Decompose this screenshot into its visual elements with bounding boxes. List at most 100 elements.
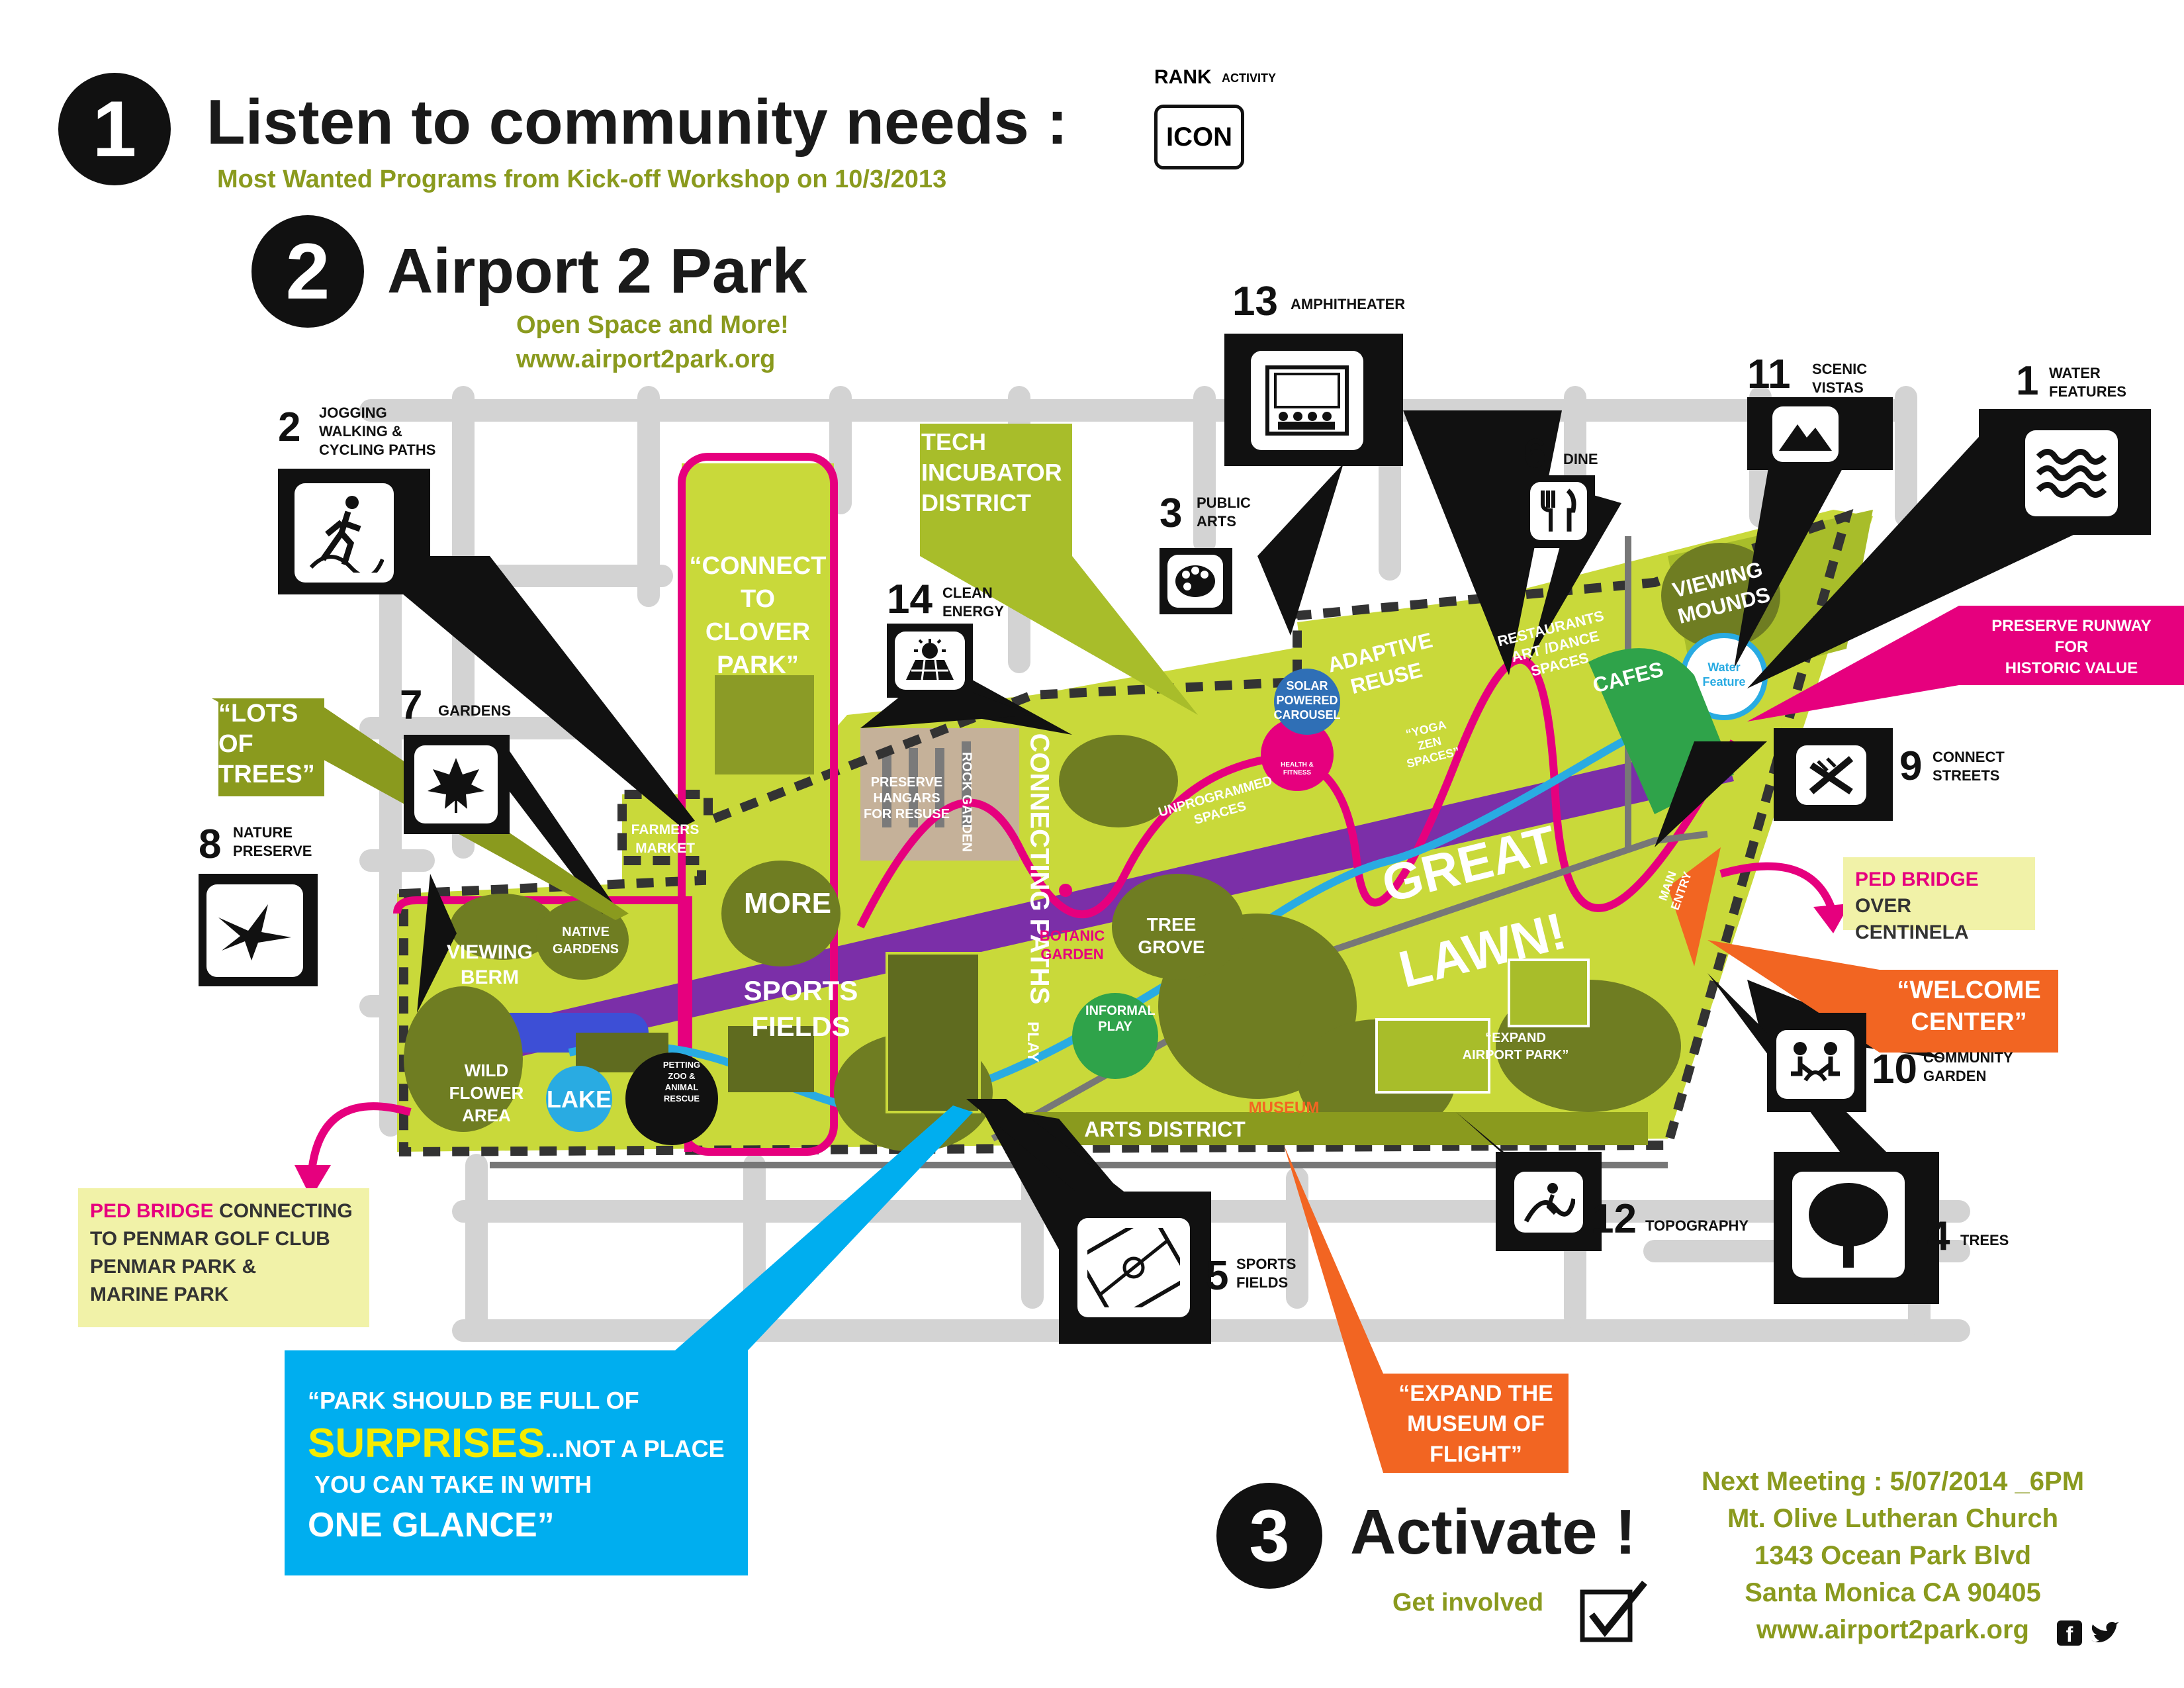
legend-activity: ACTIVITY bbox=[1222, 71, 1277, 85]
meeting-address-2: Santa Monica CA 90405 bbox=[1745, 1578, 2041, 1607]
get-involved-label: Get involved bbox=[1392, 1589, 1544, 1617]
step-3-badge: 3 bbox=[1216, 1483, 1322, 1589]
bird-icon bbox=[206, 884, 303, 977]
rank-13-amphitheater: 13 AMPHITHEATER bbox=[1224, 278, 1476, 466]
label-farmers-market: FARMERS MARKET bbox=[631, 822, 700, 856]
label-rock-garden: ROCK GARDEN bbox=[959, 751, 974, 853]
twitter-icon[interactable] bbox=[2089, 1620, 2119, 1646]
meeting-website[interactable]: www.airport2park.org bbox=[1756, 1615, 2029, 1644]
legend: RANK ACTIVITY ICON bbox=[1154, 66, 1287, 172]
activity-label: TREES bbox=[1960, 1232, 2009, 1248]
label-solar-carousel: SOLAR POWERED CAROUSEL bbox=[1273, 679, 1341, 722]
label-connect-clover: “CONNECT TO CLOVER PARK” bbox=[689, 552, 827, 679]
west-bridge-arrow bbox=[307, 1102, 412, 1179]
activity-label: GARDENS bbox=[438, 702, 512, 719]
label-play: PLAY bbox=[1024, 1021, 1042, 1062]
east-bridge-arrow bbox=[1719, 862, 1837, 915]
park-boundary bbox=[399, 509, 1854, 1157]
activity-label: PUBLIC ARTS bbox=[1197, 494, 1251, 530]
activity-label: SCENIC VISTAS bbox=[1812, 361, 1868, 396]
label-native-gardens: NATIVE GARDENS bbox=[552, 925, 619, 957]
label-more: MORE bbox=[744, 887, 831, 919]
jogger-icon bbox=[295, 483, 394, 583]
rank-number: 6 bbox=[1524, 431, 1547, 477]
quote-surprises: “PARK SHOULD BE FULL OF SURPRISES...NOT … bbox=[308, 1387, 758, 1545]
label-arts-district: ARTS DISTRICT bbox=[1084, 1117, 1246, 1141]
label-expand-airport-park: “EXPAND AIRPORT PARK” bbox=[1462, 1031, 1569, 1062]
runway-purple bbox=[437, 741, 1734, 1072]
rank-10-community-garden: 10 COMMUNITY GARDEN bbox=[1767, 1013, 2045, 1119]
step-3-title: Activate ! bbox=[1350, 1497, 1637, 1568]
legend-rank: RANK bbox=[1154, 66, 1212, 88]
rank-number: 10 bbox=[1872, 1047, 1917, 1092]
quote-line: ONE GLANCE” bbox=[308, 1506, 555, 1544]
activity-label: JOGGING WALKING & CYCLING PATHS bbox=[319, 404, 436, 458]
step-2-subtitle: Open Space and More! bbox=[516, 311, 789, 339]
rank-number: 3 bbox=[1160, 491, 1183, 536]
crossing-icon bbox=[1796, 745, 1866, 805]
rank-2-paths: 2 JOGGING WALKING & CYCLING PATHS bbox=[278, 397, 490, 596]
activity-label: CLEAN ENERGY bbox=[942, 585, 1004, 620]
rank-11-scenic-vistas: 11 SCENIC VISTAS bbox=[1747, 351, 1919, 470]
rank-number: 11 bbox=[1747, 352, 1791, 397]
sports-fields-graphic bbox=[576, 675, 1590, 1113]
waves-icon bbox=[2025, 430, 2118, 516]
tree-icon bbox=[1792, 1172, 1905, 1278]
welcome-pointer bbox=[1707, 940, 2058, 1053]
palette-icon bbox=[1167, 555, 1223, 608]
step-1-title: Listen to community needs : bbox=[206, 87, 1068, 158]
label-lake: LAKE bbox=[547, 1086, 612, 1113]
rank-number: 9 bbox=[1899, 743, 1923, 789]
gardeners-icon bbox=[1776, 1030, 1854, 1099]
ped-bridge-west-title: PED BRIDGE bbox=[90, 1200, 214, 1222]
meeting-venue: Mt. Olive Lutheran Church bbox=[1727, 1504, 2059, 1533]
ped-bridge-east-title: PED BRIDGE bbox=[1855, 868, 1979, 890]
rank-number: 2 bbox=[278, 404, 301, 450]
activity-label: CONNECT STREETS bbox=[1933, 749, 2005, 784]
ped-bridge-east-card: PED BRIDGE OVER CENTINELA bbox=[1843, 857, 2035, 943]
activity-label: WATER FEATURES bbox=[2049, 365, 2126, 400]
label-connecting-paths: CONNECTING PATHS bbox=[1024, 733, 1054, 1005]
label-preserve-hangars: PRESERVE HANGARS FOR RESUSE bbox=[863, 775, 950, 821]
rank-number: 5 bbox=[1206, 1253, 1229, 1299]
activity-label: COMMUNITY GARDEN bbox=[1923, 1049, 2013, 1084]
rank-number: 7 bbox=[400, 682, 423, 728]
museum-pointer bbox=[1284, 1145, 1569, 1473]
label-tree-grove: TREE GROVE bbox=[1138, 914, 1205, 957]
checkbox-check-icon[interactable] bbox=[1578, 1579, 1647, 1642]
quote-line: SURPRISES...NOT A PLACE bbox=[308, 1420, 758, 1467]
facebook-icon[interactable]: f bbox=[2057, 1620, 2082, 1646]
ped-bridge-east-text: OVER CENTINELA bbox=[1855, 895, 1969, 943]
arts-district-strip bbox=[1026, 1112, 1648, 1145]
rank-9-connect-streets: 9 CONNECT STREETS bbox=[1774, 728, 2005, 821]
label-petting-zoo: PETTING ZOO & ANIMAL RESCUE bbox=[662, 1060, 701, 1103]
step-1-badge: 1 bbox=[58, 73, 171, 185]
rank-number: 13 bbox=[1232, 279, 1278, 324]
quote-line: YOU CAN TAKE IN WITH bbox=[314, 1471, 592, 1498]
step-1-subtitle: Most Wanted Programs from Kick-off Works… bbox=[217, 165, 947, 193]
label-wildflower: WILD FLOWER AREA bbox=[449, 1060, 524, 1125]
step-2-title: Airport 2 Park bbox=[387, 236, 807, 306]
meeting-info: Next Meeting : 5/07/2014 _6PM Mt. Olive … bbox=[1674, 1463, 2111, 1648]
rank-1-water-features: 1 WATER FEATURES bbox=[1979, 358, 2184, 536]
meeting-address-1: 1343 Ocean Park Blvd bbox=[1754, 1541, 2032, 1570]
rank-number: 8 bbox=[199, 821, 222, 867]
activity-label: NATURE PRESERVE bbox=[233, 824, 312, 859]
activity-label: AMPHITHEATER bbox=[1291, 296, 1406, 312]
rank-14-clean-energy: 14 CLEAN ENERGY bbox=[887, 576, 1059, 698]
quote-line: “PARK SHOULD BE FULL OF bbox=[308, 1387, 639, 1414]
quote-lots-of-trees: “LOTS OF TREES” bbox=[218, 698, 324, 796]
rank-7-gardens: 7 GARDENS bbox=[397, 682, 569, 834]
label-informal-play: INFORMAL PLAY bbox=[1085, 1004, 1156, 1034]
rank-6-dine: 6 DINE bbox=[1522, 430, 1655, 548]
rank-3-public-arts: 3 PUBLIC ARTS bbox=[1160, 490, 1312, 622]
leaf-icon bbox=[414, 745, 498, 823]
activity-label: SPORTS FIELDS bbox=[1236, 1256, 1297, 1291]
ped-bridge-west-text: CONNECTING TO PENMAR GOLF CLUB PENMAR PA… bbox=[90, 1200, 353, 1305]
rank-5-sports-fields: 5 SPORTS FIELDS bbox=[1059, 1192, 1310, 1350]
fork-knife-icon bbox=[1530, 482, 1587, 540]
label-museum: MUSEUM bbox=[1248, 1099, 1320, 1117]
quote-emphasis: SURPRISES bbox=[308, 1421, 545, 1466]
solar-panel-icon bbox=[895, 632, 965, 690]
quote-welcome-center: “WELCOME CENTER” bbox=[1897, 976, 2041, 1036]
